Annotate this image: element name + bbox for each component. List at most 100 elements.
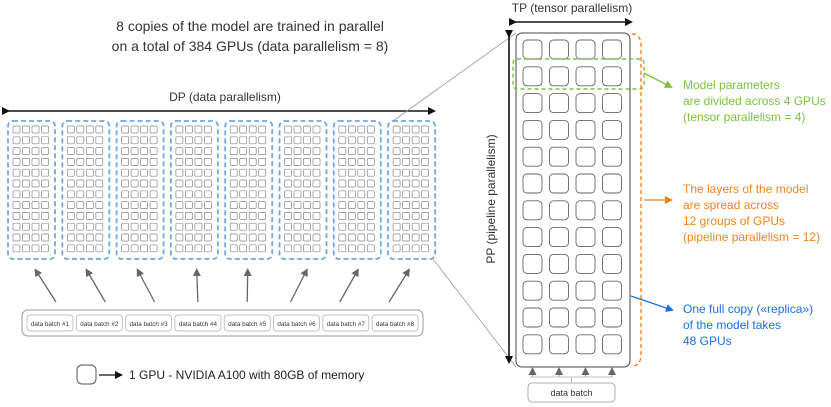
right-data-batch-label: data batch bbox=[550, 388, 592, 398]
gpu-cell bbox=[204, 158, 212, 166]
gpu-cell bbox=[194, 233, 203, 242]
gpu-cell bbox=[41, 168, 49, 177]
gpu-cell bbox=[392, 233, 401, 242]
gpu-cell bbox=[85, 147, 94, 155]
gpu-cell bbox=[284, 179, 292, 188]
replica-block bbox=[387, 120, 437, 260]
gpu-cell bbox=[522, 146, 543, 167]
gpu-cell bbox=[31, 168, 40, 177]
gpu-cell bbox=[175, 136, 184, 145]
gpu-cell bbox=[140, 179, 148, 188]
gpu-cell bbox=[248, 168, 257, 177]
gpu-cell bbox=[175, 125, 184, 134]
gpu-cell bbox=[85, 168, 94, 177]
gpu-cell bbox=[31, 179, 40, 188]
gpu-cell bbox=[140, 233, 148, 242]
gpu-cell bbox=[239, 212, 248, 220]
gpu-cell bbox=[204, 147, 212, 155]
gpu-cell bbox=[140, 158, 148, 166]
gpu-cell bbox=[411, 158, 420, 166]
gpu-cell bbox=[76, 201, 85, 209]
gpu-cell bbox=[357, 222, 366, 231]
gpu-cell bbox=[149, 212, 158, 220]
data-batch-box bbox=[322, 314, 370, 332]
gpu-cell bbox=[204, 244, 212, 253]
gpu-cell bbox=[602, 200, 622, 221]
gpu-cell bbox=[140, 168, 148, 177]
gpu-cell bbox=[258, 136, 267, 145]
gpu-cell bbox=[149, 125, 158, 134]
gpu-cell bbox=[293, 158, 302, 166]
gpu-cell bbox=[248, 125, 257, 134]
gpu-cell bbox=[338, 168, 347, 177]
gpu-cell bbox=[140, 222, 148, 231]
gpu-cell bbox=[95, 136, 104, 145]
replica-block bbox=[332, 120, 382, 260]
gpu-cell bbox=[66, 233, 75, 242]
gpu-cell bbox=[22, 212, 30, 220]
gpu-cell bbox=[338, 147, 347, 155]
gpu-cell bbox=[22, 147, 30, 155]
gpu-cell bbox=[357, 158, 366, 166]
gpu-cell bbox=[149, 168, 158, 177]
gpu-cell bbox=[411, 125, 420, 134]
gpu-cell bbox=[411, 147, 420, 155]
gpu-cell bbox=[347, 136, 356, 145]
gpu-cell bbox=[549, 119, 569, 140]
gpu-cell bbox=[602, 66, 622, 87]
gpu-cell bbox=[602, 173, 622, 194]
gpu-cell bbox=[402, 158, 410, 166]
gpu-cell bbox=[31, 201, 40, 209]
gpu-cell bbox=[303, 190, 311, 199]
gpu-cell bbox=[194, 212, 203, 220]
gpu-cell bbox=[22, 222, 30, 231]
gpu-cell bbox=[357, 147, 366, 155]
gpu-cell bbox=[347, 179, 356, 188]
gpu-cell bbox=[31, 158, 40, 166]
gpu-cell bbox=[76, 136, 85, 145]
gpu-cell bbox=[522, 334, 543, 355]
gpu-cell bbox=[175, 222, 184, 231]
gpu-cell bbox=[185, 147, 193, 155]
gpu-cell bbox=[140, 136, 148, 145]
gpu-cell bbox=[239, 158, 248, 166]
gpu-cell bbox=[95, 168, 104, 177]
gpu-cell bbox=[41, 222, 49, 231]
gpu-cell bbox=[95, 222, 104, 231]
replica-outline bbox=[332, 120, 382, 260]
gpu-cell bbox=[239, 168, 248, 177]
gpu-cell bbox=[293, 147, 302, 155]
gpu-cell bbox=[303, 233, 311, 242]
gpu-cell bbox=[204, 136, 212, 145]
gpu-cell bbox=[522, 173, 543, 194]
gpu-cell bbox=[392, 190, 401, 199]
gpu-cell bbox=[85, 136, 94, 145]
gpu-cell bbox=[76, 190, 85, 199]
gpu-cell bbox=[41, 125, 49, 134]
gpu-cell bbox=[41, 147, 49, 155]
gpu-cell bbox=[421, 168, 429, 177]
gpu-cell bbox=[575, 119, 596, 140]
gpu-cell bbox=[293, 233, 302, 242]
gpu-cell bbox=[95, 125, 104, 134]
gpu-cell bbox=[293, 222, 302, 231]
gpu-cell bbox=[366, 179, 375, 188]
gpu-cell bbox=[248, 190, 257, 199]
gpu-cell bbox=[239, 244, 248, 253]
replica-outline bbox=[278, 120, 328, 260]
gpu-cell bbox=[402, 190, 410, 199]
gpu-cell bbox=[366, 201, 375, 209]
gpu-cell bbox=[31, 147, 40, 155]
gpu-cell bbox=[312, 233, 321, 242]
replica-outline bbox=[387, 120, 437, 260]
gpu-cell bbox=[31, 222, 40, 231]
gpu-cell bbox=[549, 146, 569, 167]
pp-label: PP (pipeline parallelism) bbox=[484, 134, 498, 263]
gpu-cell bbox=[602, 280, 622, 301]
gpu-cell bbox=[149, 179, 158, 188]
replica-annotation-3: 48 GPUs bbox=[683, 334, 732, 348]
gpu-cell bbox=[239, 136, 248, 145]
gpu-cell bbox=[258, 147, 267, 155]
gpu-cell bbox=[421, 233, 429, 242]
gpu-cell bbox=[357, 168, 366, 177]
